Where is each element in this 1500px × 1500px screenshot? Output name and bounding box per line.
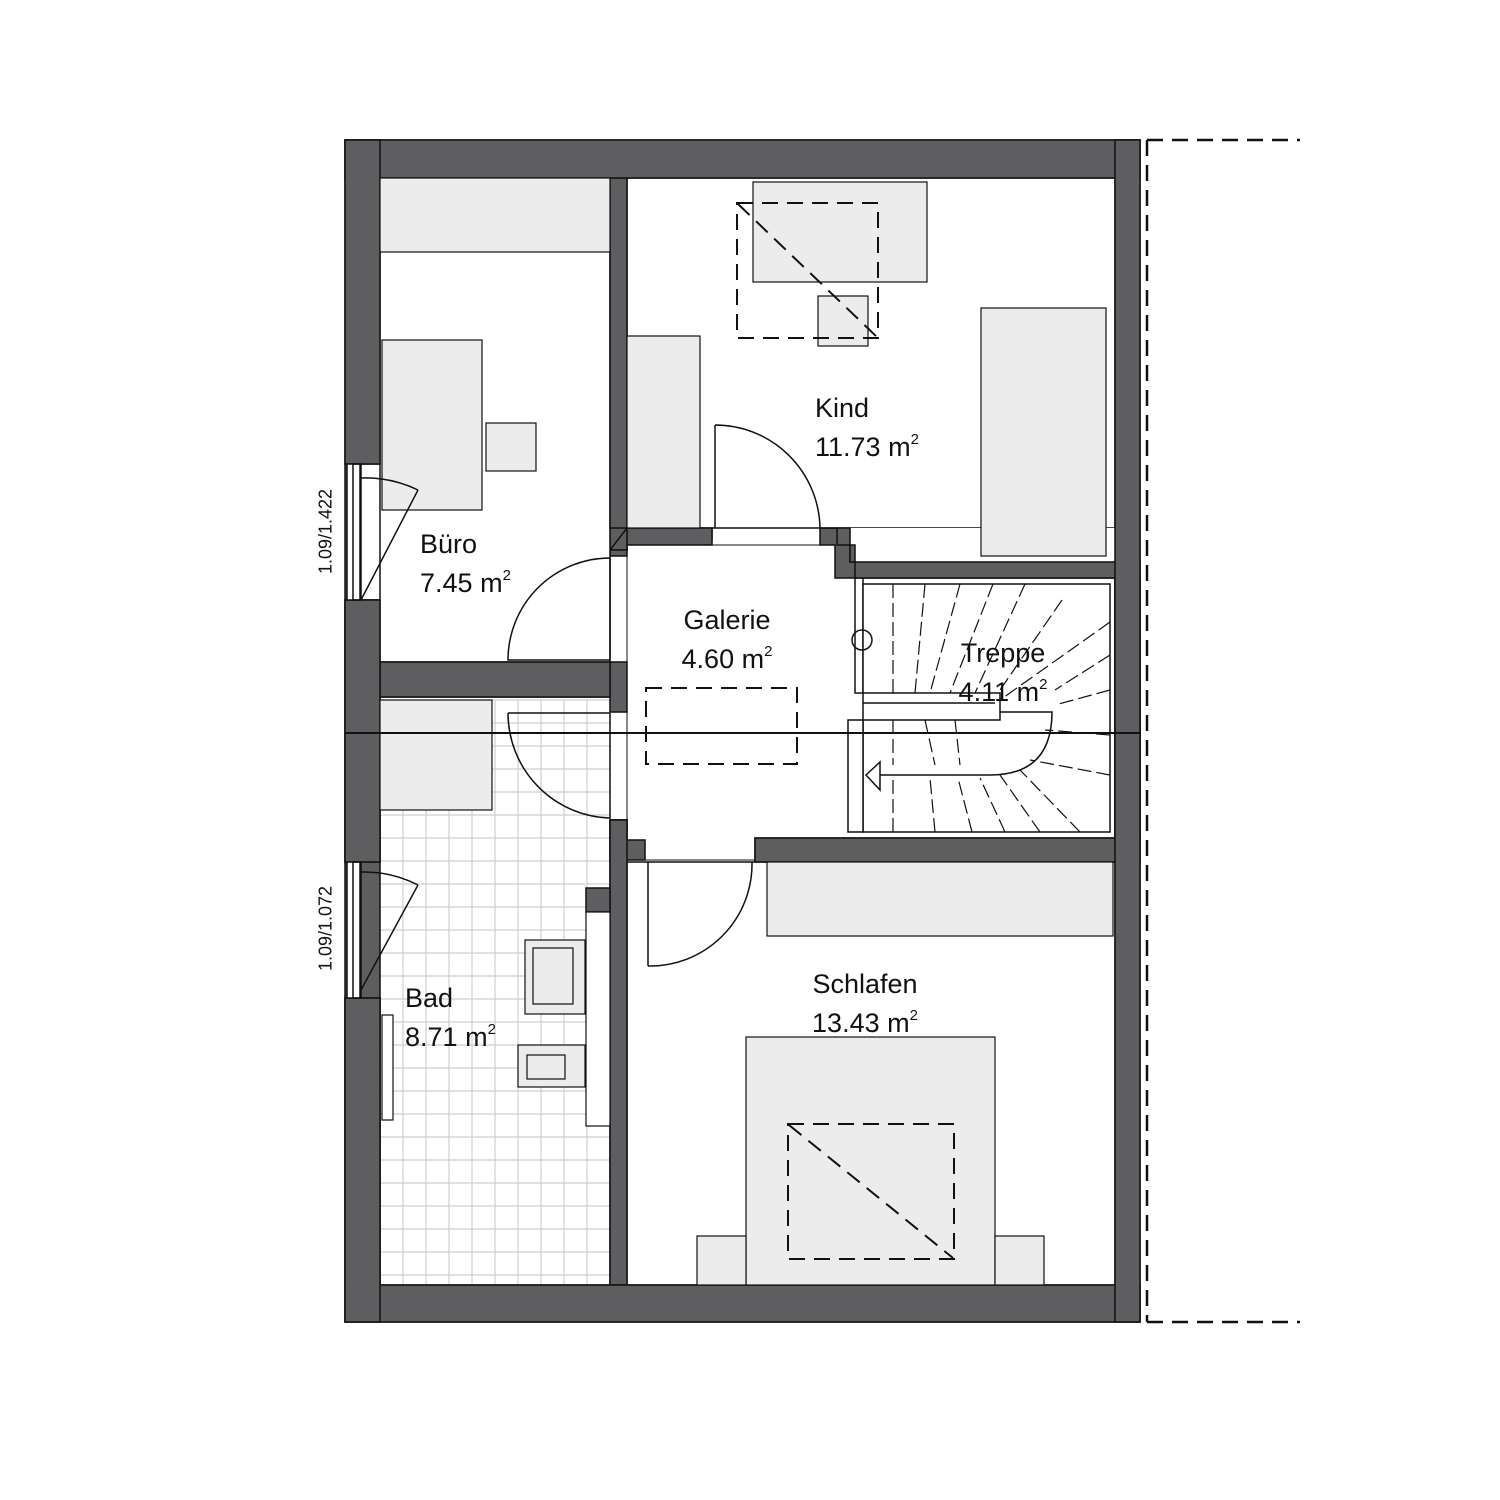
room-label-schlafen: Schlafen 13.43 m2 <box>790 968 940 1040</box>
room-area: 7.45 m2 <box>420 567 511 598</box>
room-label-bad: Bad 8.71 m2 <box>405 982 496 1054</box>
room-area: 8.71 m2 <box>405 1021 496 1052</box>
staircase <box>847 583 1111 833</box>
room-name: Kind <box>815 393 870 423</box>
room-label-buero: Büro 7.45 m2 <box>420 528 511 600</box>
window-label-bad: 1.09/1.072 <box>315 885 336 972</box>
room-area: 4.11 m2 <box>958 676 1048 707</box>
room-name: Treppe <box>960 638 1046 668</box>
windows <box>346 463 419 999</box>
doors <box>507 424 821 967</box>
room-name: Schlafen <box>812 969 918 999</box>
room-area: 11.73 m2 <box>815 431 919 462</box>
room-label-galerie: Galerie 4.60 m2 <box>662 604 792 676</box>
window-label-buero: 1.09/1.422 <box>315 488 336 575</box>
room-area: 4.60 m2 <box>681 643 773 674</box>
furniture <box>379 177 1114 1286</box>
room-area: 13.43 m2 <box>812 1007 918 1038</box>
room-label-treppe: Treppe 4.11 m2 <box>938 637 1068 709</box>
dashed-lines <box>645 138 1300 1324</box>
room-name: Büro <box>420 529 478 559</box>
room-label-kind: Kind 11.73 m2 <box>815 392 919 464</box>
room-name: Bad <box>405 983 454 1013</box>
room-name: Galerie <box>683 605 771 635</box>
